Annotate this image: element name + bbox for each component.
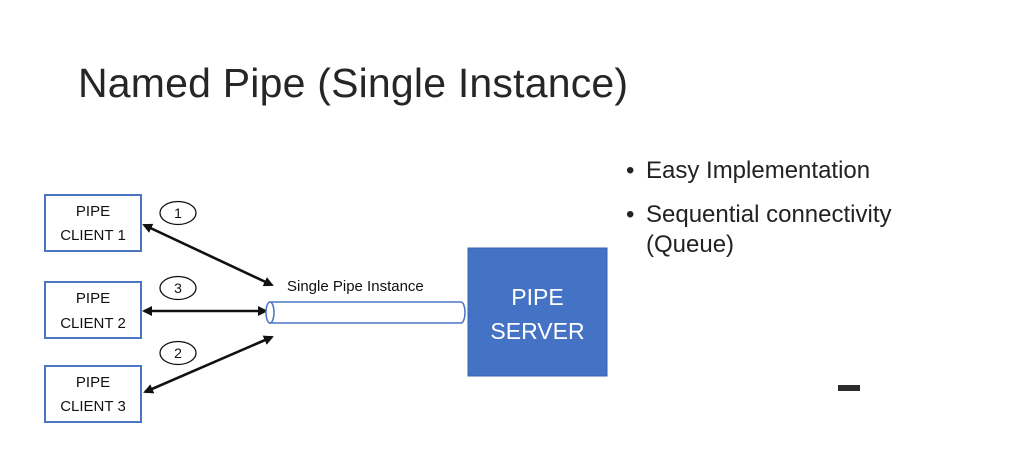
client-3-label-line2: CLIENT 3	[60, 398, 126, 415]
client-3-label-line1: PIPE	[76, 374, 110, 391]
client-box-1: PIPE CLIENT 1	[44, 194, 142, 252]
client-1-label-line2: CLIENT 1	[60, 227, 126, 244]
bullet-dot-icon: •	[626, 157, 635, 184]
pipe-server-box: PIPE SERVER	[467, 247, 608, 377]
arrow-client-1	[142, 223, 274, 287]
client-box-3: PIPE CLIENT 3	[44, 365, 142, 423]
bullet-list: • Easy Implementation • Sequential conne…	[626, 156, 946, 274]
svg-text:1: 1	[174, 205, 182, 221]
pipe-label: Single Pipe Instance	[287, 278, 424, 295]
bullet-item: • Sequential connectivity (Queue)	[626, 201, 892, 258]
bullet-item: • Easy Implementation	[626, 157, 871, 184]
sequence-number-1: 1	[159, 200, 197, 226]
client-2-label-line2: CLIENT 2	[60, 315, 126, 332]
small-logo-mark	[838, 385, 860, 391]
client-1-label-line1: PIPE	[76, 203, 110, 220]
svg-text:3: 3	[174, 280, 182, 296]
pipe-cylinder	[265, 301, 466, 324]
svg-text:2: 2	[174, 345, 182, 361]
sequence-number-2: 2	[159, 340, 197, 366]
slide-title: Named Pipe (Single Instance)	[78, 60, 629, 106]
client-2-label-line1: PIPE	[76, 290, 110, 307]
server-label-line2: SERVER	[490, 318, 584, 344]
sequence-number-3: 3	[159, 275, 197, 301]
client-box-2: PIPE CLIENT 2	[44, 281, 142, 339]
arrow-client-3	[143, 335, 274, 394]
server-label-line1: PIPE	[511, 284, 563, 310]
bullet-dot-icon: •	[626, 201, 635, 228]
